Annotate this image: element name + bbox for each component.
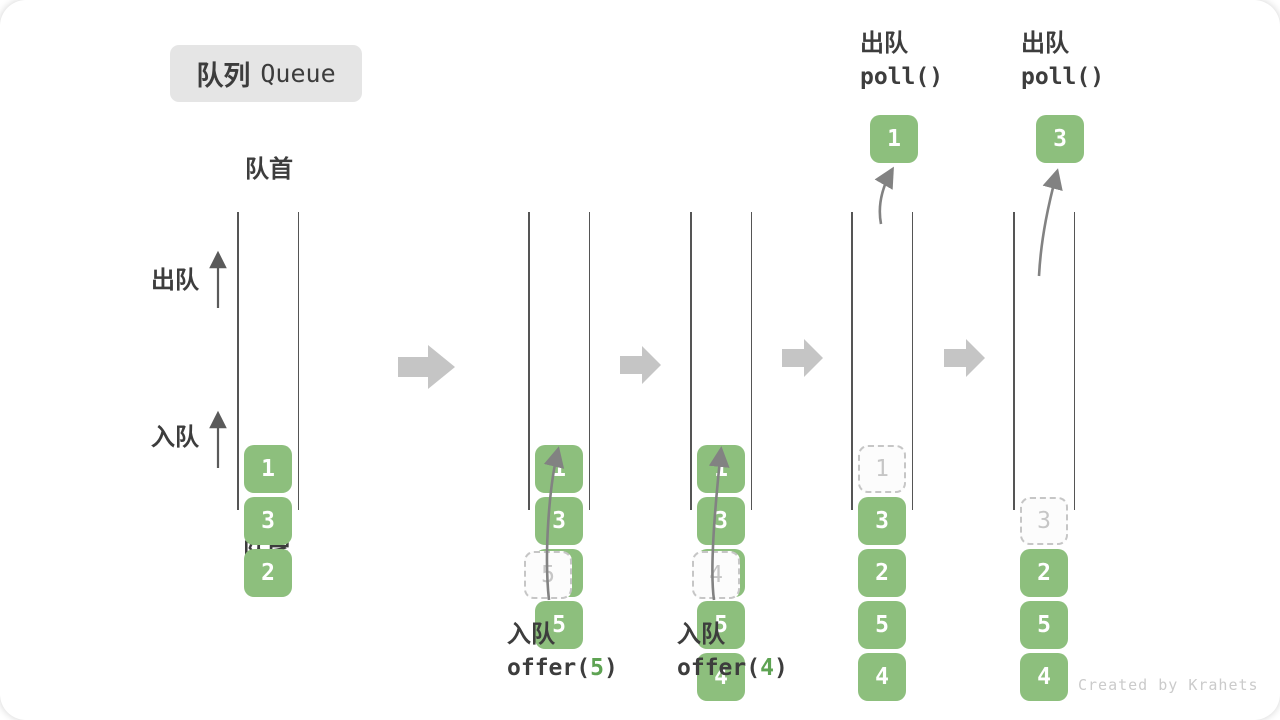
code-close: ) — [603, 655, 618, 681]
queue-cell: 5 — [697, 601, 745, 649]
queue-rail — [297, 212, 299, 510]
queue-cell: 2 — [244, 549, 292, 597]
queue-cell: 5 — [535, 601, 583, 649]
enqueue-op-1: 入队 offer(5) — [507, 622, 618, 680]
code-close: ) — [773, 655, 788, 681]
dequeue-op-1: 出队 poll() — [860, 31, 943, 89]
enqueue-side-label: 入队 — [151, 423, 199, 451]
queue-state-3: 1 3 2 5 4 — [690, 212, 752, 701]
queue-cell: 5 — [858, 601, 906, 649]
queue-cell: 3 — [697, 497, 745, 545]
queue-state-4: 1 3 2 5 4 — [851, 212, 913, 701]
enqueue-value-box: 4 — [692, 551, 740, 599]
queue-rail — [528, 212, 530, 510]
enqueue-op-action: 入队 — [507, 620, 555, 648]
code-arg: 4 — [760, 655, 774, 681]
dequeue-op-action: 出队 — [1021, 29, 1069, 57]
enqueue-op-action: 入队 — [677, 620, 725, 648]
title-chinese: 队列 — [196, 61, 251, 92]
title-english: Queue — [260, 59, 336, 88]
dequeue-side-label: 出队 — [151, 266, 199, 294]
dequeue-op-code: poll() — [1021, 64, 1105, 90]
queue-rail — [1013, 212, 1015, 510]
queue-cell-ghost: 1 — [858, 445, 906, 493]
dequeued-value-box: 3 — [1036, 115, 1084, 163]
dequeue-op-code: poll() — [860, 64, 944, 90]
queue-cell: 3 — [535, 497, 583, 545]
enqueue-op-2: 入队 offer(4) — [677, 622, 788, 680]
queue-cell: 1 — [244, 445, 292, 493]
enqueue-op-code: offer(5) — [507, 657, 618, 680]
queue-rail — [750, 212, 752, 510]
queue-cell: 4 — [1020, 653, 1068, 701]
queue-cell: 2 — [858, 549, 906, 597]
queue-cell: 5 — [1020, 601, 1068, 649]
watermark: Created by Krahets — [1078, 676, 1259, 694]
queue-cell: 4 — [858, 653, 906, 701]
enqueue-op-code: offer(4) — [677, 657, 788, 680]
queue-cell: 2 — [1020, 549, 1068, 597]
enqueue-value-box: 5 — [524, 551, 572, 599]
queue-rail — [911, 212, 913, 510]
dequeued-value-box: 1 — [870, 115, 918, 163]
queue-rail — [1073, 212, 1075, 510]
queue-front-label: 队首 — [245, 155, 293, 183]
next-step-arrow-icon — [620, 346, 661, 384]
queue-cell: 1 — [535, 445, 583, 493]
code-arg: 5 — [590, 655, 604, 681]
queue-rail — [588, 212, 590, 510]
queue-cell: 4 — [697, 653, 745, 701]
title-box: 队列 Queue — [170, 45, 362, 102]
queue-rail — [690, 212, 692, 510]
next-step-arrow-icon — [944, 339, 985, 377]
queue-cell-ghost: 3 — [1020, 497, 1068, 545]
next-step-arrow-icon — [398, 345, 455, 389]
dequeue-op-2: 出队 poll() — [1021, 31, 1104, 89]
queue-rail — [851, 212, 853, 510]
queue-state-1: 1 3 2 — [237, 212, 299, 597]
dequeue-op-action: 出队 — [860, 29, 908, 57]
next-step-arrow-icon — [782, 339, 823, 377]
queue-state-2: 1 3 2 5 — [528, 212, 590, 649]
queue-state-5: 3 2 5 4 — [1013, 212, 1075, 701]
code-fn: offer( — [677, 655, 761, 681]
code-fn: offer( — [507, 655, 591, 681]
queue-cell: 3 — [858, 497, 906, 545]
queue-cell: 1 — [697, 445, 745, 493]
queue-cell: 3 — [244, 497, 292, 545]
queue-rail — [237, 212, 239, 510]
